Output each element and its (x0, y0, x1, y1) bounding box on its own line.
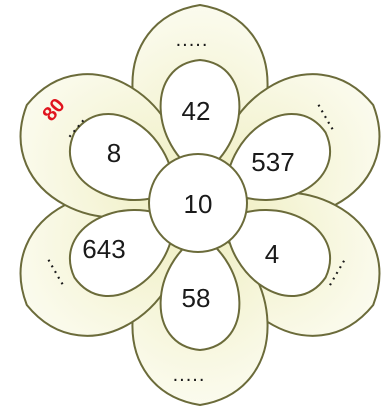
inner-number-bottom: 58 (182, 283, 211, 313)
inner-number-upper-left: 8 (107, 138, 121, 168)
outer-blank-top: ..... (176, 29, 209, 51)
inner-number-lower-right: 4 (265, 239, 279, 269)
center-number: 10 (184, 189, 213, 219)
inner-number-lower-left: 643 (82, 234, 125, 264)
inner-number-top: 42 (182, 96, 211, 126)
inner-number-upper-right: 537 (251, 147, 294, 177)
outer-blank-bottom: ..... (173, 364, 206, 386)
